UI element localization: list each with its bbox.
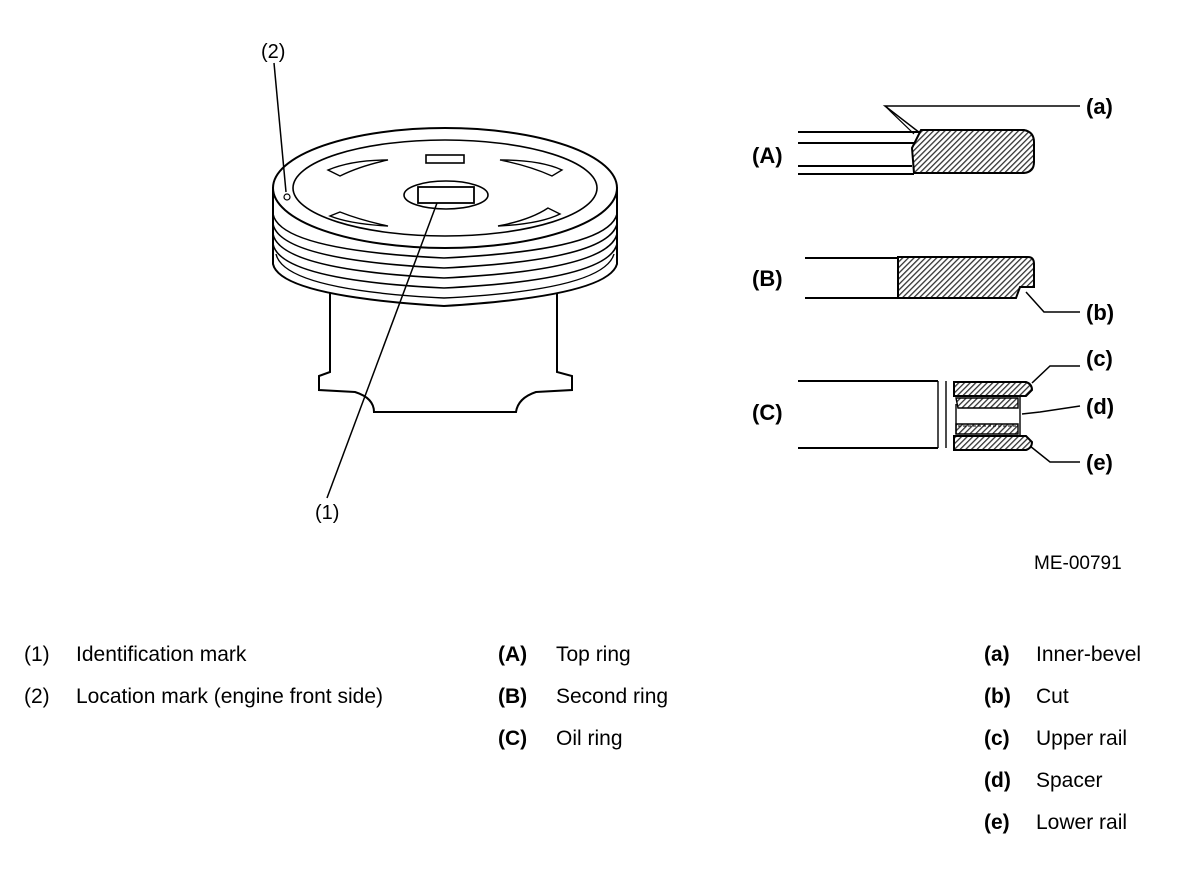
legend-key: (a) — [984, 643, 1010, 666]
legend-label: Inner-bevel — [1036, 643, 1142, 666]
legend-label: Oil ring — [556, 727, 623, 750]
ring-groove-3 — [272, 233, 618, 279]
legend-label: Identification mark — [76, 643, 247, 666]
piston-ring-diagram: (2) (1) (A) (a) (B) (b) (C) (c) (d) (e) — [261, 41, 1122, 574]
piston-skirt — [318, 287, 573, 413]
legend-label: Cut — [1036, 685, 1069, 708]
leader-b — [1025, 291, 1080, 313]
legend-key: (B) — [498, 685, 528, 708]
callout-B: (B) — [752, 266, 783, 291]
legend-label: Second ring — [556, 685, 669, 708]
legend-item-c: (c) Upper rail — [984, 727, 1127, 751]
legend-key: (2) — [24, 685, 50, 708]
legend-key: (c) — [984, 727, 1010, 750]
top-ring-profile — [910, 129, 1035, 174]
crown-mark-small — [425, 154, 465, 164]
legend-label: Location mark (engine front side) — [76, 685, 383, 708]
leader-d — [1021, 405, 1081, 415]
lower-rail — [953, 435, 1034, 451]
legend-item-d: (d) Spacer — [984, 769, 1103, 793]
legend-label: Spacer — [1036, 769, 1103, 792]
legend-key: (e) — [984, 811, 1010, 834]
oil-ring-section — [798, 380, 1034, 451]
leader-e — [1029, 445, 1080, 463]
callout-a: (a) — [1086, 94, 1113, 119]
leader-2 — [273, 62, 287, 193]
callout-2: (2) — [261, 41, 285, 63]
valve-relief — [499, 159, 564, 177]
upper-rail — [953, 381, 1034, 397]
legend-key: (d) — [984, 769, 1011, 792]
legend-key: (b) — [984, 685, 1011, 708]
legend-key: (1) — [24, 643, 50, 666]
ring-groove-4 — [272, 243, 618, 289]
location-mark — [283, 193, 291, 201]
valve-relief — [328, 211, 389, 227]
legend-label: Lower rail — [1036, 811, 1128, 834]
valve-relief — [497, 207, 562, 227]
top-ring-section — [798, 129, 1035, 175]
ring-groove-5 — [275, 253, 615, 299]
legend-item-1: (1) Identification mark — [24, 643, 246, 667]
ring-groove-1 — [272, 213, 618, 259]
second-ring-profile — [897, 256, 1035, 299]
legend-item-b: (b) Cut — [984, 685, 1069, 709]
leader-a — [882, 105, 1080, 134]
callout-A: (A) — [752, 143, 783, 168]
callout-C: (C) — [752, 400, 783, 425]
figure-id: ME-00791 — [1034, 553, 1122, 574]
leader-c — [1031, 365, 1080, 384]
legend-item-C: (C) Oil ring — [498, 727, 623, 751]
callout-d: (d) — [1086, 394, 1114, 419]
callout-c: (c) — [1086, 346, 1113, 371]
legend-item-a: (a) Inner-bevel — [984, 643, 1141, 667]
valve-relief — [326, 159, 389, 177]
legend-item-B: (B) Second ring — [498, 685, 668, 709]
legend-label: Top ring — [556, 643, 631, 666]
callout-b: (b) — [1086, 300, 1114, 325]
identification-mark — [417, 186, 475, 204]
callout-e: (e) — [1086, 450, 1113, 475]
piston-illustration — [272, 127, 618, 413]
spacer — [955, 397, 1019, 435]
legend-label: Upper rail — [1036, 727, 1128, 750]
ring-groove-2 — [272, 223, 618, 269]
legend-item-2: (2) Location mark (engine front side) — [24, 685, 383, 709]
legend-item-e: (e) Lower rail — [984, 811, 1127, 835]
leader-1 — [326, 202, 438, 499]
callout-1: (1) — [315, 502, 339, 524]
legend-key: (C) — [498, 727, 528, 750]
legend-item-A: (A) Top ring — [498, 643, 631, 667]
second-ring-section — [805, 256, 1035, 299]
legend-key: (A) — [498, 643, 528, 666]
